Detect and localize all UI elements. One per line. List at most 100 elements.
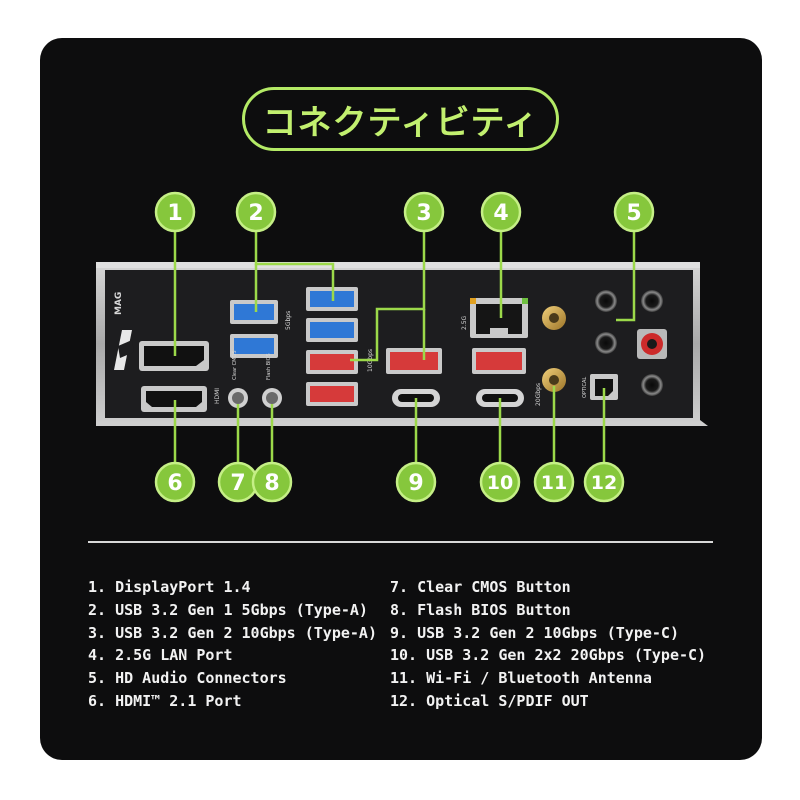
callout-number: 5 <box>626 201 641 226</box>
callout-number: 10 <box>487 472 513 494</box>
callout-badge-3: 3 <box>403 191 445 233</box>
leader-lines <box>173 232 636 462</box>
ethernet-latch <box>490 328 508 334</box>
legend-item: 4. 2.5G LAN Port <box>88 646 233 665</box>
callout-circle <box>395 461 437 503</box>
callout-badge-7: 7 <box>217 461 259 503</box>
usb-a-port[interactable] <box>306 318 358 342</box>
audio-jack[interactable] <box>595 290 617 312</box>
usb-a-tongue <box>310 354 354 370</box>
audio-jack[interactable] <box>641 290 663 312</box>
usb-a-port[interactable] <box>386 348 442 374</box>
callout-number: 7 <box>230 471 245 496</box>
antenna-connector[interactable] <box>542 306 566 330</box>
audio-jack[interactable] <box>595 332 617 354</box>
callout-number: 1 <box>167 201 182 226</box>
legend-right-column: 7. Clear CMOS Button 8. Flash BIOS Butto… <box>390 576 706 713</box>
ethernet-led <box>470 298 476 304</box>
callout-circle <box>613 191 655 233</box>
callout-circle <box>154 461 196 503</box>
callout-circle <box>403 191 445 233</box>
brand-text: MAG <box>114 292 124 315</box>
antenna-connector[interactable] <box>542 368 566 392</box>
callout-number: 4 <box>493 201 508 226</box>
usb-a-port[interactable] <box>472 348 526 374</box>
callout-number: 9 <box>408 471 423 496</box>
callout-badge-4: 4 <box>480 191 522 233</box>
audio-jack-ring <box>641 290 663 312</box>
callout-number: 2 <box>248 201 263 226</box>
ethernet-port[interactable] <box>470 298 528 338</box>
callout-badge-11: 11 <box>533 461 575 503</box>
callout-badge-10: 10 <box>479 461 521 503</box>
usb-a-tongue <box>476 352 522 370</box>
usb-a-port[interactable] <box>230 334 278 358</box>
flash-bios-label: Flash BIOS <box>266 353 272 380</box>
usb-a-port[interactable] <box>306 382 358 406</box>
callout-circle <box>583 461 625 503</box>
ethernet-led <box>522 298 528 304</box>
usb-20g-label: 20Gbps <box>535 383 542 406</box>
callout-badge-6: 6 <box>154 461 196 503</box>
optical-label: OPTICAL <box>582 377 588 398</box>
legend-left-column: 1. DisplayPort 1.4 2. USB 3.2 Gen 1 5Gbp… <box>88 576 377 713</box>
section-divider <box>88 541 713 543</box>
legend-item: 8. Flash BIOS Button <box>390 600 571 619</box>
leader-line-2 <box>254 232 335 301</box>
callout-circle <box>479 461 521 503</box>
usb-a-tongue <box>310 322 354 338</box>
callout-badge-8: 8 <box>251 461 293 503</box>
legend-item: 11. Wi-Fi / Bluetooth Antenna <box>390 669 652 688</box>
audio-jack[interactable] <box>637 329 667 359</box>
hdmi-label: HDMI <box>214 388 221 404</box>
clear-cmos-button[interactable] <box>228 388 248 408</box>
page-title: コネクティビティ <box>262 102 539 143</box>
msi-dragon-logo <box>114 330 134 370</box>
legend-item: 12. Optical S/PDIF OUT <box>390 691 589 710</box>
callout-circle <box>251 461 293 503</box>
hdmi-opening <box>146 391 202 407</box>
legend-item: 6. HDMI™ 2.1 Port <box>88 691 242 710</box>
flash-bios-button[interactable] <box>262 388 282 408</box>
usb-a-port[interactable] <box>230 300 278 324</box>
callout-circle <box>154 191 196 233</box>
leader-line-3 <box>350 232 426 362</box>
legend-item: 7. Clear CMOS Button <box>390 578 571 596</box>
optical-port[interactable] <box>590 374 618 400</box>
clear-cmos-label: Clear CMOS <box>232 350 238 380</box>
logo-cut <box>118 340 134 358</box>
legend-item: 10. USB 3.2 Gen 2x2 20Gbps (Type-C) <box>390 646 707 665</box>
callout-number: 3 <box>416 201 431 226</box>
antenna-center <box>549 375 559 385</box>
usb-a-tongue <box>390 352 438 370</box>
round-button-center <box>266 392 278 404</box>
callout-number: 11 <box>541 472 567 494</box>
callout-circle <box>235 191 277 233</box>
callout-badge-12: 12 <box>583 461 625 503</box>
usb-a-tongue <box>310 386 354 402</box>
usb-5g-label: 5Gbps <box>285 311 292 330</box>
audio-jack-ring <box>641 374 663 396</box>
callout-badge-5: 5 <box>613 191 655 233</box>
legend-item: 2. USB 3.2 Gen 1 5Gbps (Type-A) <box>88 600 368 619</box>
legend-item: 3. USB 3.2 Gen 2 10Gbps (Type-A) <box>88 623 377 642</box>
usb-a-tongue <box>234 304 274 320</box>
callout-badge-9: 9 <box>395 461 437 503</box>
callout-badge-2: 2 <box>235 191 277 233</box>
audio-jack[interactable] <box>641 374 663 396</box>
callout-number: 6 <box>167 471 182 496</box>
usb-a-port[interactable] <box>306 350 358 374</box>
callout-badge-1: 1 <box>154 191 196 233</box>
lan-speed-label: 2.5G <box>461 315 468 330</box>
hdmi-port[interactable] <box>141 386 207 412</box>
usb-a-tongue <box>234 338 274 354</box>
audio-jack-ring <box>595 332 617 354</box>
callout-number: 8 <box>264 471 279 496</box>
title-pill: コネクティビティ <box>242 87 559 151</box>
audio-jack-hole <box>647 339 657 349</box>
round-button-center <box>232 392 244 404</box>
callout-circle <box>480 191 522 233</box>
antenna-center <box>549 313 559 323</box>
leader-line-5 <box>616 232 636 322</box>
